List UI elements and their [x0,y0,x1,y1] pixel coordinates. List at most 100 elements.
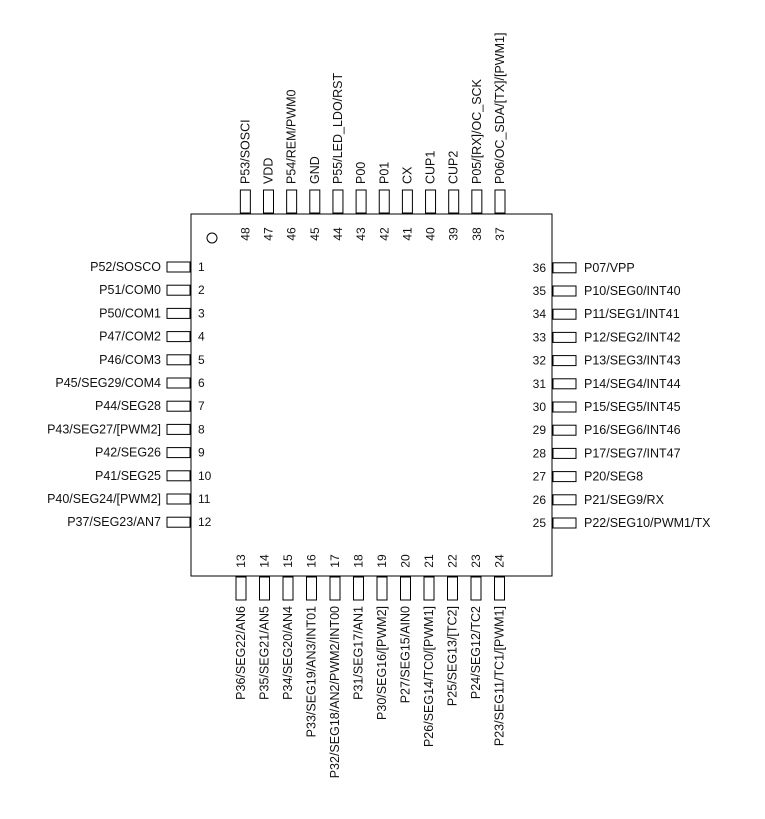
pin-name-label: P45/SEG29/COM4 [55,376,161,390]
pin-42: P01 42 [377,162,391,241]
pin-number-label: 39 [447,227,461,241]
pin-number-label: 10 [198,469,212,483]
pin-name-label: P47/COM2 [99,330,161,344]
pin-number-label: 1 [198,260,205,274]
pin-36: P07/VPP 36 [533,261,635,275]
pin-5: P46/COM3 5 [99,353,205,367]
pin-number-label: 9 [198,446,205,460]
pin-lead [166,354,191,366]
pin-number-label: 28 [533,446,547,460]
pin-32: P13/SEG3/INT43 32 [533,354,681,368]
pin-lead [494,576,505,601]
pin-number-label: 23 [469,554,483,568]
pin-name-label: P37/SEG23/AN7 [67,515,161,529]
pin-name-label: P15/SEG5/INT45 [584,400,681,414]
pin-name-label: P20/SEG8 [584,470,643,484]
pin-number-label: 18 [352,554,366,568]
pin-number-label: 43 [354,227,368,241]
pin-number-label: 27 [533,470,547,484]
pin-number-label: 8 [198,422,205,436]
pins-right: P22/SEG10/PWM1/TX25P21/SEG9/RX26P20/SEG8… [533,261,711,530]
pin-name-label: P13/SEG3/INT43 [584,354,681,368]
pin-lead [166,331,191,343]
pin-number-label: 31 [533,377,547,391]
pin-number-label: 33 [533,330,547,344]
pin-number-label: 38 [470,227,484,241]
pin-name-label: P01 [377,162,391,184]
pin-lead [425,189,437,214]
pin-name-label: P07/VPP [584,261,635,275]
pin-number-label: 37 [493,227,507,241]
pin-22: P25/SEG13/[TC2]22 [446,554,460,706]
pin-number-label: 45 [308,227,322,241]
pin-number-label: 3 [198,306,205,320]
pin-lead [259,576,270,601]
pin-37: P06/OC_SDA/[TX]/[PWM1] 37 [493,33,507,241]
pin-4: P47/COM2 4 [99,330,205,344]
pin-number-label: 48 [238,227,252,241]
pin-48: P53/SOSCI 48 [238,119,252,240]
pin-number-label: 2 [198,283,205,297]
pin-number-label: 30 [533,400,547,414]
pin-name-label: P31/SEG17/AN1 [352,606,366,700]
pin-lead [166,307,191,319]
pin-lead [448,189,460,214]
pin-lead [329,576,341,601]
pin-name-label: P35/SEG21/AN5 [258,606,272,700]
pin-number-label: 20 [399,554,413,568]
pin-lead [552,355,577,367]
pin-lead [263,189,274,214]
pin-name-label: P51/COM0 [99,283,161,297]
pin-name-label: P43/SEG27/[PWM2] [47,422,161,436]
pin-3: P50/COM1 3 [99,306,205,320]
pin-10: P41/SEG25 10 [95,469,212,483]
pin-18: P31/SEG17/AN1 18 [352,554,366,700]
pin-name-label: P06/OC_SDA/[TX]/[PWM1] [493,33,507,184]
pin-24: P23/SEG11/TC1/[PWM1]24 [493,554,507,746]
pin1-marker [206,232,218,244]
pin-lead [306,576,317,601]
pins-bottom: P36/SEG22/AN613P35/SEG21/AN514P34/SEG20/… [234,554,507,778]
pin-name-label: P46/COM3 [99,353,161,367]
pin-lead [282,576,294,601]
pin-name-label: P36/SEG22/AN6 [234,606,248,700]
pin-name-label: P50/COM1 [99,306,161,320]
pin-number-label: 5 [198,353,205,367]
pin-lead [353,576,364,601]
pin-number-label: 32 [533,354,547,368]
pin-name-label: GND [308,156,322,184]
pin-name-label: CUP1 [424,151,438,184]
pin-name-label: P11/SEG1/INT41 [584,307,680,321]
pin-number-label: 4 [198,330,205,344]
pin-name-label: P53/SOSCI [238,119,252,184]
pin-number-label: 17 [328,554,342,568]
pin-name-label: CX [400,166,414,184]
pin-lead [447,576,458,601]
pin-number-label: 42 [377,227,391,241]
pin-2: P51/COM0 2 [99,283,205,297]
pin-lead [355,189,367,214]
pin-name-label: P41/SEG25 [95,469,161,483]
pin-number-label: 14 [258,554,272,568]
pin-number-label: 36 [533,261,547,275]
pin-lead [552,378,577,390]
pin-lead [166,261,191,273]
pin-number-label: 29 [533,423,547,437]
chip-body [190,213,553,577]
pin-name-label: P54/REM/PWM0 [285,89,299,184]
